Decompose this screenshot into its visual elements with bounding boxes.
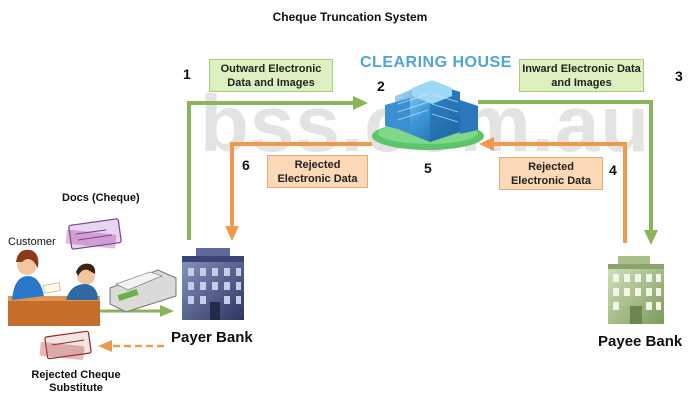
clearing-house-label: CLEARING HOUSE xyxy=(360,54,512,71)
payer-bank-label: Payer Bank xyxy=(171,329,253,346)
inward-arrow xyxy=(478,100,658,245)
outward-data-box: Outward Electronic Data and Images xyxy=(209,59,333,92)
inward-data-box: Inward Electronic Data and Images xyxy=(519,59,644,92)
rejected-arrow-right xyxy=(479,137,627,243)
cheque-document-icon xyxy=(65,218,122,250)
docs-label: Docs (Cheque) xyxy=(62,192,140,204)
substitute-arrow xyxy=(98,340,164,352)
outward-arrow xyxy=(187,96,368,240)
rejected-arrow-left xyxy=(225,142,372,241)
customer-to-bank-arrow xyxy=(100,305,174,317)
payer-bank-building xyxy=(182,248,244,320)
payee-bank-label: Payee Bank xyxy=(598,333,683,350)
clearing-house-building xyxy=(372,80,484,150)
rejected-data-box-right: Rejected Electronic Data xyxy=(499,157,603,190)
step-number-5: 5 xyxy=(424,160,432,176)
rejected-substitute-label: Rejected Cheque Substitute xyxy=(31,369,121,394)
step-number-2: 2 xyxy=(377,78,385,94)
step-number-3: 3 xyxy=(675,68,683,84)
step-number-1: 1 xyxy=(183,66,191,82)
diagram-title: Cheque Truncation System xyxy=(272,10,428,24)
rejected-data-box-left: Rejected Electronic Data xyxy=(267,155,368,188)
payee-bank-building xyxy=(608,256,664,324)
cheque-scanner-icon xyxy=(109,269,177,313)
step-number-4: 4 xyxy=(609,162,617,178)
customer-scene xyxy=(8,249,100,326)
rejected-cheque-icon xyxy=(39,330,92,361)
step-number-6: 6 xyxy=(242,157,250,173)
customer-label: Customer xyxy=(8,236,56,248)
